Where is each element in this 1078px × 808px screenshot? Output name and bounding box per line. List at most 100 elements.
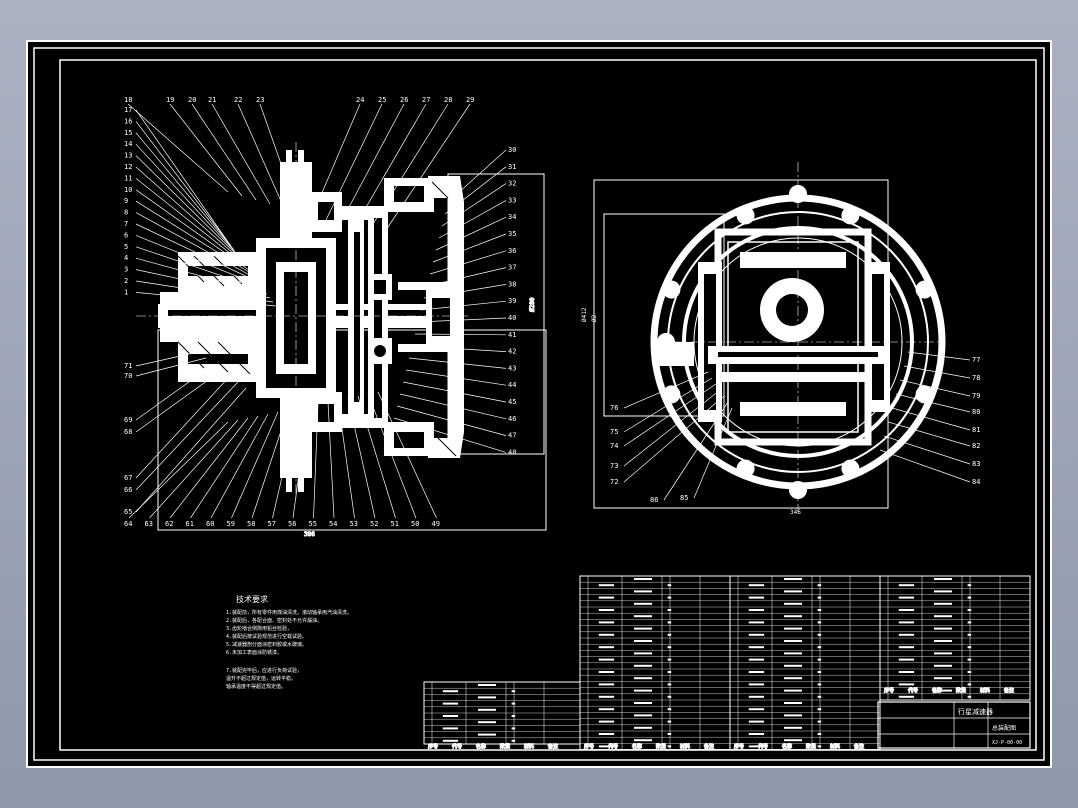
callout-8: 8	[124, 209, 128, 217]
callout-54: 54	[329, 520, 337, 528]
callout-16: 16	[124, 117, 132, 125]
callout-68: 68	[124, 428, 132, 436]
table-header-cell: 代号	[758, 743, 768, 750]
callout-80: 80	[972, 408, 980, 416]
table-header-cell: 代号	[908, 687, 918, 694]
callout-43: 43	[508, 364, 516, 372]
callout-12: 12	[124, 163, 132, 171]
callout-32: 32	[508, 180, 516, 188]
callout-53: 53	[350, 520, 358, 528]
svg-text:Ø2: Ø2	[591, 314, 598, 322]
tech-line: 2.装配后，各配合面、密封处不允许漏油。	[226, 617, 322, 624]
inner-frame	[59, 59, 1037, 751]
callout-10: 10	[124, 186, 132, 194]
table-header-cell: 备注	[704, 743, 714, 750]
callout-73: 73	[610, 462, 618, 470]
callout-25: 25	[378, 96, 386, 104]
callout-41: 41	[508, 331, 516, 339]
callout-5: 5	[124, 243, 128, 251]
svg-text:Ø412: Ø412	[581, 307, 588, 322]
callout-1: 1	[124, 288, 128, 296]
callout-22: 22	[234, 96, 242, 104]
callout-62: 62	[165, 520, 173, 528]
callout-35: 35	[508, 230, 516, 238]
table-header-cell: 名称	[632, 743, 642, 750]
callout-37: 37	[508, 264, 516, 272]
tech-line: 5.减速器剖分面涂密封胶或水玻璃。	[226, 641, 307, 648]
callout-72: 72	[610, 478, 618, 486]
callout-66: 66	[124, 486, 132, 494]
callout-13: 13	[124, 152, 132, 160]
callout-20: 20	[188, 96, 196, 104]
callout-19: 19	[166, 96, 174, 104]
table-header-cell: 备注	[1004, 687, 1014, 694]
end-view-right: Ø412 Ø2 346	[581, 162, 946, 516]
table-header-cell: 序号	[428, 743, 438, 750]
table-header-cell: 序号	[734, 743, 744, 750]
callout-29: 29	[466, 96, 474, 104]
callout-34: 34	[508, 213, 516, 221]
callout-9: 9	[124, 197, 128, 205]
svg-text:346: 346	[790, 509, 801, 516]
callout-45: 45	[508, 398, 516, 406]
callout-78: 78	[972, 374, 980, 382]
callout-42: 42	[508, 348, 516, 356]
outer-frame	[33, 47, 1045, 761]
callout-14: 14	[124, 140, 132, 148]
callout-28: 28	[444, 96, 452, 104]
callout-6: 6	[124, 231, 128, 239]
callout-11: 11	[124, 174, 132, 182]
table-header-cell: 名称	[476, 743, 486, 750]
tech-line: 6.未加工表面涂防锈漆。	[226, 649, 282, 656]
callout-61: 61	[186, 520, 194, 528]
callout-85: 85	[680, 494, 688, 502]
title-block-subtitle: 总装配图	[992, 724, 1016, 732]
callout-77: 77	[972, 356, 980, 364]
callout-27: 27	[422, 96, 430, 104]
callout-39: 39	[508, 297, 516, 305]
callout-38: 38	[508, 280, 516, 288]
callout-15: 15	[124, 129, 132, 137]
table-header-cell: 数量	[956, 687, 966, 694]
callout-67: 67	[124, 474, 132, 482]
callout-4: 4	[124, 254, 128, 262]
table-header-cell: 材料	[680, 743, 690, 750]
callout-7: 7	[124, 220, 128, 228]
callout-56: 56	[288, 520, 296, 528]
callout-44: 44	[508, 381, 516, 389]
callout-31: 31	[508, 163, 516, 171]
callout-40: 40	[508, 314, 516, 322]
callout-52: 52	[370, 520, 378, 528]
callout-65: 65	[124, 508, 132, 516]
parts-list: 序号代号名称数量材料备注序号代号名称数量材料备注序号代号名称数量材料备注序号代号…	[423, 575, 1031, 751]
callout-50: 50	[411, 520, 419, 528]
callout-23: 23	[256, 96, 264, 104]
callout-69: 69	[124, 416, 132, 424]
table-header-cell: 代号	[452, 743, 462, 750]
callout-86: 86	[650, 496, 658, 504]
callout-59: 59	[227, 520, 235, 528]
callout-71: 71	[124, 362, 132, 370]
callout-51: 51	[391, 520, 399, 528]
drawing-sheet[interactable]: Ø2 80 39 6	[26, 40, 1052, 768]
table-header-cell: 数量	[806, 743, 816, 750]
callout-17: 17	[124, 106, 132, 114]
callout-60: 60	[206, 520, 214, 528]
callout-63: 63	[145, 520, 153, 528]
callout-46: 46	[508, 415, 516, 423]
drawing-canvas: Ø2 80 39 6	[33, 47, 1045, 761]
title-block-drawing-no: XJ-P-00-00	[992, 740, 1022, 746]
table-header-cell: 代号	[608, 743, 618, 750]
table-header-cell: 材料	[524, 743, 534, 750]
callout-21: 21	[208, 96, 216, 104]
callout-30: 30	[508, 146, 516, 154]
table-header-cell: 序号	[884, 687, 894, 694]
callout-33: 33	[508, 196, 516, 204]
table-header-cell: 备注	[548, 743, 558, 750]
table-header-cell: 材料	[830, 743, 840, 750]
callout-74: 74	[610, 442, 618, 450]
callout-64: 64	[124, 520, 132, 528]
table-header-cell: 备注	[854, 743, 864, 750]
callout-48: 48	[508, 448, 516, 456]
